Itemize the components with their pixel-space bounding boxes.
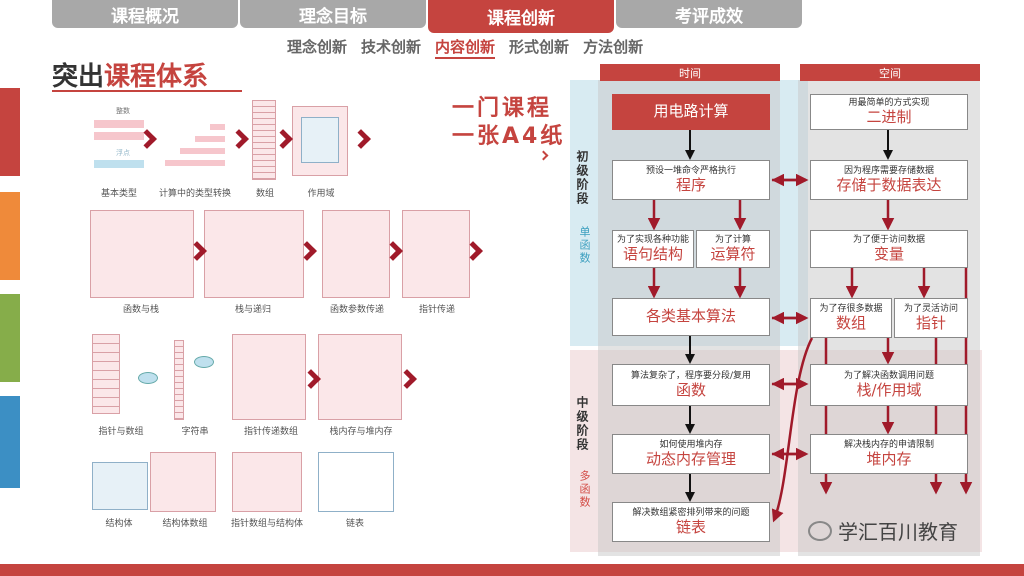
bar bbox=[94, 132, 144, 140]
subtab-content[interactable]: 内容创新 bbox=[435, 36, 496, 59]
bar bbox=[94, 160, 144, 168]
black-arrows bbox=[685, 130, 893, 502]
caption: 作用域 bbox=[307, 189, 335, 199]
thumb-linked-list bbox=[318, 452, 394, 512]
tab-evaluation[interactable]: 考评成效 bbox=[616, 0, 802, 28]
subtab-technology[interactable]: 技术创新 bbox=[361, 38, 422, 56]
space-header: 空间 bbox=[800, 64, 980, 81]
caption: 栈与递归 bbox=[234, 305, 271, 315]
thumb-type-conversion bbox=[160, 100, 230, 180]
bottom-bar bbox=[0, 564, 1024, 576]
bar bbox=[180, 148, 225, 154]
caption: 栈内存与堆内存 bbox=[329, 427, 393, 437]
slogan-line2: 一张A4纸 bbox=[452, 124, 566, 149]
box-heap-memory: 解决栈内存的申请限制堆内存 bbox=[810, 434, 968, 474]
caption: 指针数组与结构体 bbox=[230, 519, 303, 529]
thumb-string bbox=[174, 340, 184, 420]
bar bbox=[210, 124, 225, 130]
int-label: 整数 bbox=[116, 107, 130, 115]
thumb-scope bbox=[292, 106, 348, 176]
caption: 字符串 bbox=[181, 427, 209, 437]
red-arrows bbox=[647, 173, 973, 523]
caption: 结构体数组 bbox=[162, 519, 208, 529]
page-title: 突出课程体系 bbox=[52, 62, 209, 92]
thumb-array bbox=[252, 100, 276, 180]
caption: 指针传递 bbox=[418, 305, 455, 315]
thumb-pointer-array-passing bbox=[232, 334, 306, 420]
pointer-node bbox=[138, 372, 158, 384]
thumb-recursion bbox=[204, 210, 304, 298]
title-underline bbox=[52, 90, 242, 92]
box-binary: 用最简单的方式实现二进制 bbox=[810, 94, 968, 130]
box-statement-structure: 为了实现各种功能语句结构 bbox=[612, 230, 694, 268]
box-array: 为了存很多数据数组 bbox=[810, 298, 892, 338]
thumb-pointer-passing bbox=[402, 210, 470, 298]
box-linked-list: 解决数组紧密排列带来的问题链表 bbox=[612, 502, 770, 542]
box-basic-algorithms: 各类基本算法 bbox=[612, 298, 770, 336]
thumb-param-passing bbox=[322, 210, 390, 298]
subtab-concept[interactable]: 理念创新 bbox=[287, 38, 348, 56]
tab-course-overview[interactable]: 课程概况 bbox=[52, 0, 238, 28]
sidebar-green bbox=[0, 294, 20, 382]
thumb-struct bbox=[92, 462, 148, 510]
caption: 函数参数传递 bbox=[329, 305, 384, 315]
thumb-stack-heap bbox=[318, 334, 402, 420]
sub-nav: 理念创新 技术创新 内容创新 形式创新 方法创新 bbox=[287, 36, 643, 59]
thumb-pointer-array-struct bbox=[232, 452, 302, 512]
box-pointer: 为了灵活访问指针 bbox=[894, 298, 968, 338]
tab-concept-goals[interactable]: 理念目标 bbox=[240, 0, 426, 28]
time-header: 时间 bbox=[600, 64, 780, 81]
stage-mid-sub: 多函数 bbox=[578, 470, 591, 509]
wechat-icon bbox=[808, 520, 832, 541]
tab-course-innovation[interactable]: 课程创新 bbox=[428, 0, 614, 33]
caption: 数组 bbox=[255, 189, 274, 199]
caption: 基本类型 bbox=[100, 189, 137, 199]
stage-mid-label: 中级阶段 bbox=[575, 396, 589, 452]
slogan-line1: 一门课程 bbox=[452, 96, 553, 121]
pointer-node bbox=[194, 356, 214, 368]
box-stack-scope: 为了解决函数调用问题栈/作用域 bbox=[810, 364, 968, 406]
bar bbox=[165, 160, 225, 166]
subtab-form[interactable]: 形式创新 bbox=[509, 38, 570, 56]
box-dynamic-memory: 如何使用堆内存动态内存管理 bbox=[612, 434, 770, 474]
caption: 指针传递数组 bbox=[243, 427, 298, 437]
box-variable: 为了便于访问数据变量 bbox=[810, 230, 968, 268]
thumb-struct-array bbox=[150, 452, 216, 512]
box-program: 预设一堆命令严格执行程序 bbox=[612, 160, 770, 200]
watermark-text: 学汇百川教育 bbox=[838, 520, 958, 544]
box-circuit-computing: 用电路计算 bbox=[612, 94, 770, 130]
caption: 函数与栈 bbox=[122, 305, 159, 315]
top-nav: 课程概况 理念目标 课程创新 考评成效 bbox=[52, 0, 804, 33]
thumb-function-stack bbox=[90, 210, 194, 298]
stage-early-label: 初级阶段 bbox=[575, 150, 589, 206]
bar bbox=[195, 136, 225, 142]
sidebar-orange bbox=[0, 192, 20, 280]
box-data-storage: 因为程序需要存储数据存储于数据表达 bbox=[810, 160, 968, 200]
watermark: 学汇百川教育 bbox=[808, 516, 958, 545]
stage-early-sub: 单函数 bbox=[578, 226, 591, 265]
thumb-pointer-array bbox=[92, 334, 120, 414]
scope-inner bbox=[301, 117, 339, 163]
thumb-basic-types: 整数 浮点 bbox=[88, 100, 150, 180]
box-operator: 为了计算运算符 bbox=[696, 230, 770, 268]
caption: 计算中的类型转换 bbox=[158, 189, 231, 199]
caption: 链表 bbox=[345, 519, 364, 529]
caption: 指针与数组 bbox=[98, 427, 144, 437]
subtab-method[interactable]: 方法创新 bbox=[583, 38, 644, 56]
float-label: 浮点 bbox=[116, 149, 130, 157]
box-function: 算法复杂了，程序要分段/复用函数 bbox=[612, 364, 770, 406]
sidebar-blue bbox=[0, 396, 20, 488]
caption: 结构体 bbox=[105, 519, 133, 529]
bar bbox=[94, 120, 144, 128]
sidebar-red bbox=[0, 88, 20, 176]
